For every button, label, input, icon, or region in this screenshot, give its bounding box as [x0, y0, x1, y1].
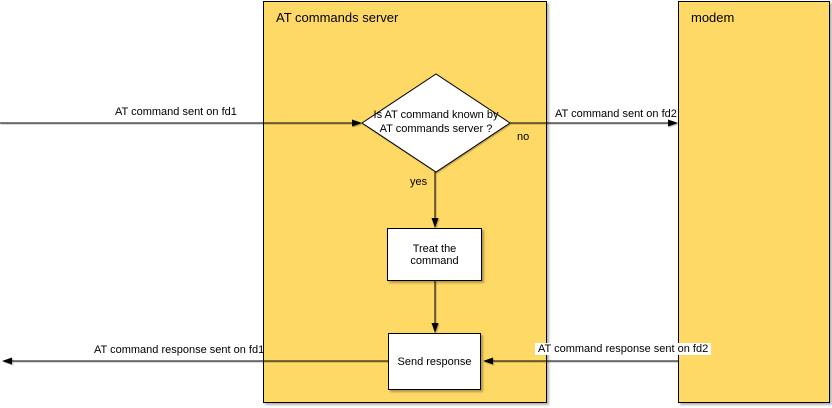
send-response-node: Send response — [388, 333, 481, 390]
modem-container: modem — [678, 1, 830, 403]
treat-command-label: Treat the command — [410, 242, 459, 267]
edge-label-cmd-fd2: AT command sent on fd2 — [555, 108, 677, 120]
edge-label-resp-fd1: AT command response sent on fd1 — [94, 344, 265, 356]
treat-command-node: Treat the command — [387, 228, 482, 281]
modem-container-title: modem — [691, 10, 735, 25]
decision-diamond-label: Is AT command known by AT commands serve… — [373, 109, 499, 135]
edge-label-cmd-fd1: AT command sent on fd1 — [115, 106, 237, 118]
edge-label-no: no — [517, 131, 530, 143]
edge-label-resp-fd2: AT command response sent on fd2 — [535, 343, 712, 355]
edge-label-yes: yes — [410, 176, 428, 188]
send-response-label: Send response — [397, 355, 472, 368]
server-container-title: AT commands server — [276, 10, 399, 25]
